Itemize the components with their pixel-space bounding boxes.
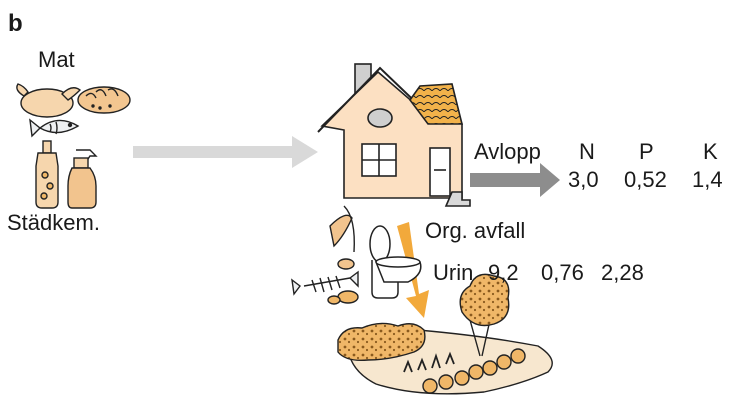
urine-value-n: 9,2 — [488, 262, 519, 284]
sewage-value-k: 1,4 — [692, 169, 723, 191]
toilet-icon — [370, 226, 421, 298]
nutrient-header-p: P — [639, 141, 654, 163]
food-icon — [17, 84, 130, 136]
organic-waste-label: Org. avfall — [425, 220, 525, 242]
sewage-value-n: 3,0 — [568, 169, 599, 191]
garden-field-icon — [338, 274, 552, 393]
organic-waste-icon — [292, 206, 358, 304]
input-arrow — [133, 136, 318, 168]
cleaning-bottles-icon — [36, 141, 96, 208]
nutrient-header-k: K — [703, 141, 718, 163]
sewage-arrow — [470, 163, 560, 197]
food-label: Mat — [38, 49, 75, 71]
urine-value-k: 2,28 — [601, 262, 644, 284]
nutrient-header-n: N — [579, 141, 595, 163]
sewage-value-p: 0,52 — [624, 169, 667, 191]
cleaning-chemicals-label: Städkem. — [7, 212, 100, 234]
panel-label: b — [8, 12, 23, 36]
urine-label: Urin — [433, 262, 473, 284]
sewage-label: Avlopp — [474, 141, 541, 163]
urine-value-p: 0,76 — [541, 262, 584, 284]
house-icon — [318, 64, 470, 206]
